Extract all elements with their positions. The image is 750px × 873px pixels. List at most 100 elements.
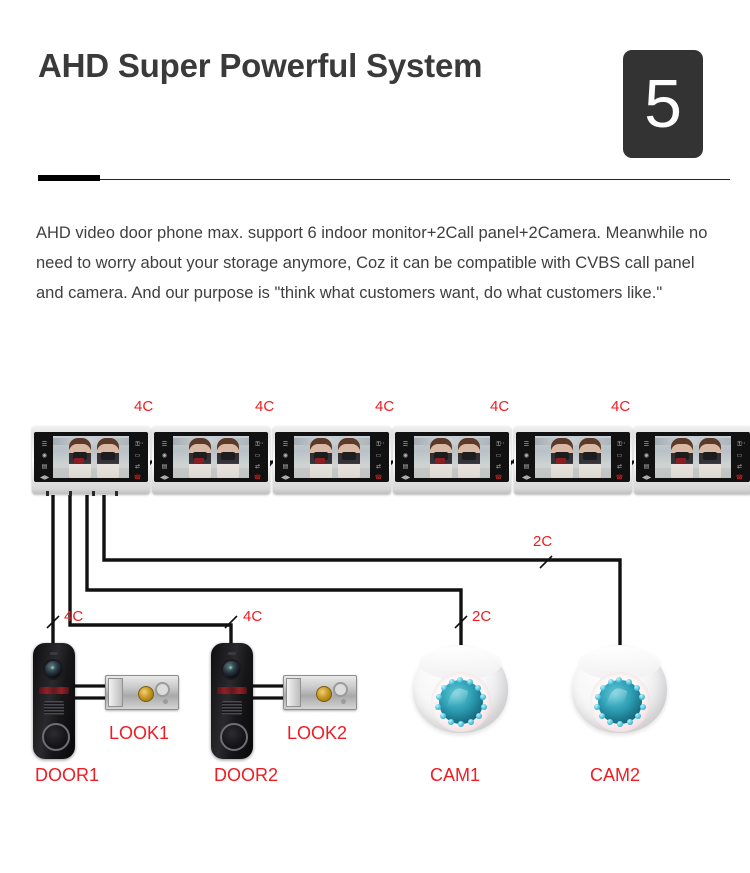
dome-camera-2: [572, 645, 667, 737]
call-button[interactable]: [42, 723, 70, 751]
power-icon[interactable]: ◉: [523, 453, 530, 459]
monitor-right-keys[interactable]: ⚿ ▭ ⇄ ☎: [491, 440, 506, 484]
menu-icon[interactable]: ☰: [643, 442, 650, 448]
cable-label-cam2: 2C: [533, 533, 553, 550]
monitor-icon[interactable]: ▭: [616, 453, 623, 459]
menu-icon[interactable]: ☰: [402, 442, 409, 448]
monitor-led-dots: •••: [136, 440, 144, 445]
indoor-monitor-3[interactable]: ••• ☰ ◉ ▤ ◀▶ ⚿ ▭ ⇄ ☎: [273, 426, 391, 494]
navigate-icon[interactable]: ◀▶: [281, 475, 291, 481]
door-station-1[interactable]: [33, 643, 75, 759]
indoor-monitor-1[interactable]: ••• ☰ ◉ ▤ ◀▶ ⚿ ▭ ⇄ ☎: [32, 426, 150, 496]
volume-icon[interactable]: ▤: [41, 464, 48, 470]
screen-ground: [173, 468, 249, 478]
indoor-monitor-6[interactable]: ••• ☰ ◉ ▤ ◀▶ ⚿ ▭ ⇄ ☎: [634, 426, 750, 494]
monitor-screen: [53, 436, 129, 478]
power-icon[interactable]: ◉: [41, 453, 48, 459]
page-header: AHD Super Powerful System 5: [0, 0, 750, 195]
monitor-right-keys[interactable]: ⚿ ▭ ⇄ ☎: [250, 440, 265, 484]
navigate-icon[interactable]: ◀▶: [642, 475, 652, 481]
monitor-left-keys[interactable]: ☰ ◉ ▤ ◀▶: [519, 440, 534, 484]
menu-icon[interactable]: ☰: [41, 442, 48, 448]
door-station-2[interactable]: [211, 643, 253, 759]
menu-icon[interactable]: ☰: [523, 442, 530, 448]
monitor-screen: [173, 436, 249, 478]
call-phone-icon[interactable]: ☎: [133, 475, 142, 481]
monitor-icon[interactable]: ▭: [375, 453, 382, 459]
lock-strike-plate: [108, 678, 123, 707]
monitor-icon[interactable]: ▭: [254, 453, 261, 459]
navigate-icon[interactable]: ◀▶: [160, 475, 170, 481]
screen-ground: [535, 468, 611, 478]
power-icon[interactable]: ◉: [643, 453, 650, 459]
call-phone-icon[interactable]: ☎: [735, 475, 744, 481]
monitor-icon[interactable]: ▭: [495, 453, 502, 459]
device-label-cam1: CAM1: [430, 765, 481, 785]
ir-led-strip: [217, 687, 247, 694]
intercom-icon[interactable]: ⇄: [254, 464, 261, 470]
lock2-wiring: [253, 684, 285, 700]
monitor-right-keys[interactable]: ⚿ ▭ ⇄ ☎: [612, 440, 627, 484]
monitor-icon[interactable]: ▭: [134, 453, 141, 459]
volume-icon[interactable]: ▤: [161, 464, 168, 470]
navigate-icon[interactable]: ◀▶: [40, 475, 50, 481]
screen-red-tag: [315, 458, 325, 463]
indoor-monitor-4[interactable]: ••• ☰ ◉ ▤ ◀▶ ⚿ ▭ ⇄ ☎: [393, 426, 511, 494]
header-divider-accent: [38, 175, 100, 181]
intercom-icon[interactable]: ⇄: [375, 464, 382, 470]
page-title: AHD Super Powerful System: [38, 47, 483, 84]
monitor-left-keys[interactable]: ☰ ◉ ▤ ◀▶: [398, 440, 413, 484]
navigate-icon[interactable]: ◀▶: [401, 475, 411, 481]
indoor-monitor-5[interactable]: ••• ☰ ◉ ▤ ◀▶ ⚿ ▭ ⇄ ☎: [514, 426, 632, 494]
monitor-bezel: ••• ☰ ◉ ▤ ◀▶ ⚿ ▭ ⇄ ☎: [395, 432, 509, 482]
lock-cylinder-icon: [316, 686, 332, 702]
monitor-right-keys[interactable]: ⚿ ▭ ⇄ ☎: [371, 440, 386, 484]
unlock-icon[interactable]: ⚿: [496, 442, 501, 448]
cable-label-door2: 4C: [243, 608, 263, 625]
menu-icon[interactable]: ☰: [282, 442, 289, 448]
call-phone-icon[interactable]: ☎: [374, 475, 383, 481]
monitor-left-keys[interactable]: ☰ ◉ ▤ ◀▶: [639, 440, 654, 484]
volume-icon[interactable]: ▤: [282, 464, 289, 470]
unlock-icon[interactable]: ⚿: [737, 442, 742, 448]
monitor-icon[interactable]: ▭: [736, 453, 743, 459]
device-label-door2: DOOR2: [214, 765, 279, 785]
monitor-left-keys[interactable]: ☰ ◉ ▤ ◀▶: [157, 440, 172, 484]
monitor-left-keys[interactable]: ☰ ◉ ▤ ◀▶: [37, 440, 52, 484]
unlock-icon[interactable]: ⚿: [135, 442, 140, 448]
unlock-icon[interactable]: ⚿: [617, 442, 622, 448]
lock-strike-plate: [286, 678, 301, 707]
monitor-right-keys[interactable]: ⚿ ▭ ⇄ ☎: [732, 440, 747, 484]
navigate-icon[interactable]: ◀▶: [522, 475, 532, 481]
volume-icon[interactable]: ▤: [402, 464, 409, 470]
monitor-screen: [535, 436, 611, 478]
screen-ground: [414, 468, 490, 478]
section-number-badge: 5: [623, 50, 703, 158]
unlock-icon[interactable]: ⚿: [255, 442, 260, 448]
power-icon[interactable]: ◉: [402, 453, 409, 459]
call-phone-icon[interactable]: ☎: [615, 475, 624, 481]
screen-osd-band: [655, 438, 731, 445]
unlock-icon[interactable]: ⚿: [376, 442, 381, 448]
volume-icon[interactable]: ▤: [523, 464, 530, 470]
monitor-screen: [294, 436, 370, 478]
power-icon[interactable]: ◉: [282, 453, 289, 459]
speaker-grille-icon: [44, 701, 64, 715]
call-phone-icon[interactable]: ☎: [253, 475, 262, 481]
intercom-icon[interactable]: ⇄: [495, 464, 502, 470]
monitor-left-keys[interactable]: ☰ ◉ ▤ ◀▶: [278, 440, 293, 484]
call-button[interactable]: [220, 723, 248, 751]
power-icon[interactable]: ◉: [161, 453, 168, 459]
intercom-icon[interactable]: ⇄: [616, 464, 623, 470]
monitor-right-keys[interactable]: ⚿ ▭ ⇄ ☎: [130, 440, 145, 484]
call-phone-icon[interactable]: ☎: [494, 475, 503, 481]
intercom-icon[interactable]: ⇄: [134, 464, 141, 470]
menu-icon[interactable]: ☰: [161, 442, 168, 448]
volume-icon[interactable]: ▤: [643, 464, 650, 470]
screen-ground: [294, 468, 370, 478]
intercom-icon[interactable]: ⇄: [736, 464, 743, 470]
system-wiring-diagram: 4C 4C 4C 4C 4C 4C 4C 2C 2C ••• ☰ ◉ ▤ ◀▶: [0, 390, 750, 810]
cable-label-monitor-link-2: 4C: [255, 398, 275, 415]
indoor-monitor-2[interactable]: ••• ☰ ◉ ▤ ◀▶ ⚿ ▭ ⇄ ☎: [152, 426, 270, 494]
screen-figure: [338, 444, 360, 478]
